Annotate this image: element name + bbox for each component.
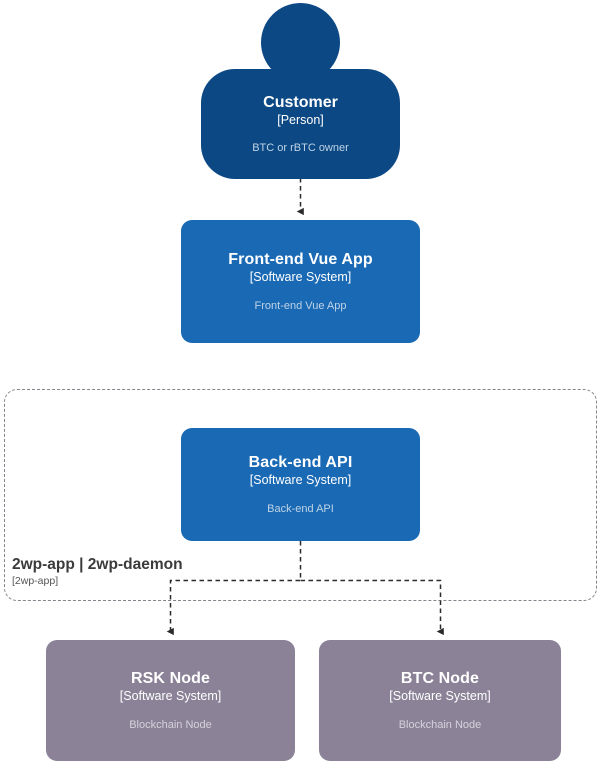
front-end-vue-app-type: [Software System] [249,270,352,284]
node-customer[interactable]: Customer [Person] BTC or rBTC owner [201,69,400,179]
rsk-node-title: RSK Node [130,670,211,687]
btc-node-type: [Software System] [389,689,491,703]
btc-node-description: Blockchain Node [398,719,482,731]
customer-person-head-icon [261,3,340,82]
node-btc-node[interactable]: BTC Node [Software System] Blockchain No… [319,640,561,761]
node-rsk-node[interactable]: RSK Node [Software System] Blockchain No… [46,640,295,761]
customer-description: BTC or rBTC owner [252,142,349,154]
back-end-api-description: Back-end API [267,503,334,515]
boundary-title: 2wp-app | 2wp-daemon [12,556,183,573]
rsk-node-type: [Software System] [119,689,222,703]
boundary-label: 2wp-app | 2wp-daemon [2wp-app] [12,556,312,588]
front-end-vue-app-title: Front-end Vue App [228,251,373,268]
customer-title: Customer [263,94,338,111]
node-front-end-vue-app[interactable]: Front-end Vue App [Software System] Fron… [181,220,420,343]
boundary-type: [2wp-app] [12,575,59,587]
node-back-end-api[interactable]: Back-end API [Software System] Back-end … [181,428,420,541]
back-end-api-title: Back-end API [248,454,353,471]
back-end-api-type: [Software System] [249,473,352,487]
rsk-node-description: Blockchain Node [129,719,212,731]
btc-node-title: BTC Node [400,670,480,687]
customer-type: [Person] [277,113,324,127]
front-end-vue-app-description: Front-end Vue App [254,300,347,312]
